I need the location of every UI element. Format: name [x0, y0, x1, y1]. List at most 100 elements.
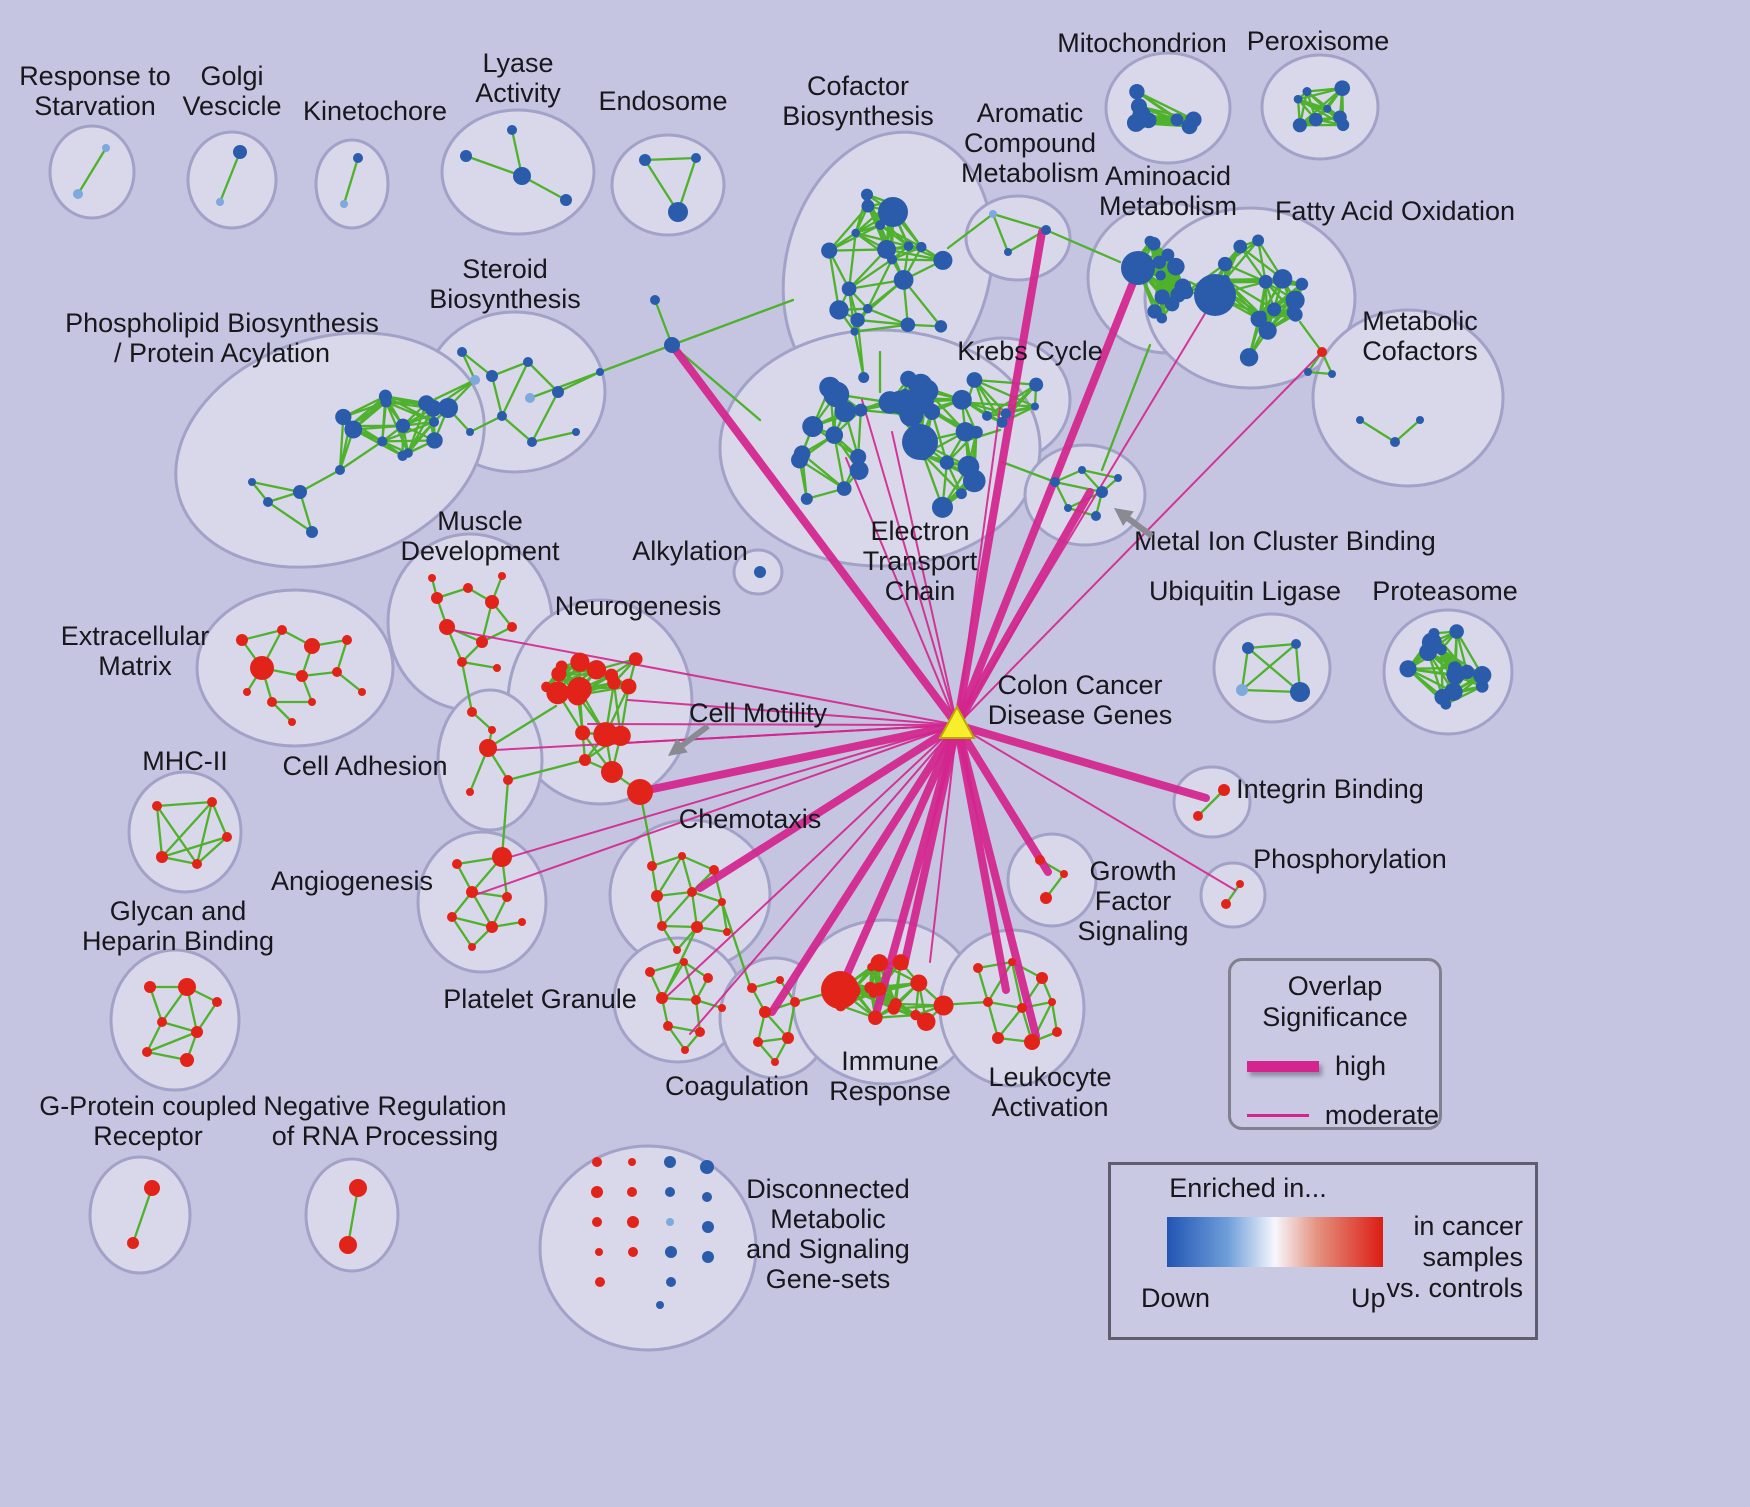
metabolic-cofactors-ellipse [1311, 308, 1505, 488]
g-protein-coupled-receptor-edge [131, 1186, 154, 1245]
disconnected-gene-sets-node [700, 1160, 714, 1174]
electron-transport-chain-node [967, 472, 976, 481]
overlap-edge-moderate [956, 351, 1323, 726]
phospholipid-biosynthesis-edge [425, 378, 477, 405]
phospholipid-biosynthesis-node [248, 478, 256, 486]
growth-factor-signaling-node [1040, 892, 1052, 904]
metabolic-cofactors-node [1416, 416, 1424, 424]
endosome-edge [643, 156, 698, 162]
immune-response-node [910, 1009, 921, 1021]
electron-transport-chain-node [902, 424, 938, 460]
legend-row-moderate: moderate [1247, 1100, 1439, 1131]
fatty-acid-oxidation-edge [1223, 239, 1260, 281]
ubiquitin-ligase-edge [1240, 646, 1250, 692]
chemotaxis-node [691, 921, 703, 933]
overlap-edge-high [953, 228, 1046, 729]
electron-transport-chain-node [823, 381, 850, 408]
steroid-biosynthesis-node [523, 357, 533, 367]
electron-transport-chain-node [800, 492, 813, 505]
phospholipid-biosynthesis-node [335, 408, 352, 426]
angiogenesis-edge [450, 915, 494, 929]
angiogenesis-edge [450, 915, 474, 949]
junction-node [664, 337, 680, 353]
cofactor-biosynthesis-edge [847, 231, 857, 290]
overlap-edge-moderate [956, 291, 1219, 726]
disconnected-gene-sets-node [665, 1246, 677, 1258]
inter-cluster-edge [720, 900, 752, 988]
aminoacid-metabolism-node [1121, 251, 1155, 285]
steroid-biosynthesis-node [527, 437, 537, 447]
neurogenesis-node [601, 761, 623, 783]
overlap-edge-moderate [499, 724, 958, 861]
mhc-ii-edge [210, 800, 229, 839]
cofactor-biosynthesis-node [893, 270, 914, 290]
extracellular-matrix-node [288, 718, 296, 726]
krebs-cycle-node [996, 417, 1008, 428]
golgi-vescicle-node [216, 198, 224, 206]
inter-cluster-edge [670, 343, 762, 422]
negative-regulation-rna-processing-ellipse [304, 1157, 400, 1273]
kinetochore-label: Kinetochore [303, 96, 447, 126]
growth-factor-signaling-node [1035, 855, 1045, 865]
leukocyte-activation-edge [976, 960, 1014, 970]
phospholipid-biosynthesis-node [525, 393, 535, 403]
moderate-significance-line [1247, 1114, 1309, 1117]
cofactor-biosynthesis-node [886, 254, 898, 265]
overlap-edge-moderate [587, 723, 958, 726]
phospholipid-biosynthesis-node [428, 416, 440, 427]
extracellular-matrix-node [332, 667, 342, 677]
endosome-label: Endosome [598, 86, 727, 116]
peroxisome-label: Peroxisome [1247, 26, 1390, 56]
overlap-edge-moderate [845, 457, 958, 726]
mitochondrion-node [1129, 83, 1145, 100]
ubiquitin-ligase-label: Ubiquitin Ligase [1149, 576, 1341, 606]
fatty-acid-oxidation-node [1258, 321, 1277, 340]
aromatic-compound-metabolism-node [1041, 225, 1051, 235]
platelet-granule-edge [666, 1024, 702, 1034]
immune-response-node [910, 974, 928, 992]
cofactor-biosynthesis-edge [853, 323, 909, 333]
chemotaxis-node [651, 890, 663, 902]
cofactor-biosynthesis-edge [890, 245, 923, 261]
phospholipid-biosynthesis-edge [406, 407, 435, 455]
angiogenesis-node [452, 859, 462, 869]
platelet-granule-node [703, 973, 713, 983]
platelet-granule-edge [694, 998, 702, 1034]
neurogenesis-node [546, 681, 570, 705]
proteasome-node [1399, 660, 1417, 678]
platelet-granule-node [680, 958, 688, 966]
moderate-label: moderate [1324, 1100, 1439, 1130]
integrin-binding-node [1218, 784, 1230, 796]
immune-response-node [870, 954, 889, 972]
disconnected-gene-sets-node [591, 1186, 603, 1198]
kinetochore-edge [342, 156, 360, 206]
phospholipid-biosynthesis-edge [298, 468, 342, 494]
muscle-development-node [493, 664, 501, 672]
aminoacid-metabolism-node [1155, 270, 1166, 281]
overlap-edge-high [953, 488, 1094, 729]
phospholipid-biosynthesis-node [306, 526, 318, 538]
chemotaxis-edge [680, 854, 694, 894]
mhc-ii-node [207, 797, 217, 807]
enriched-legend-title: Enriched in... [1169, 1173, 1327, 1203]
inter-cluster-edge [1100, 343, 1152, 472]
overlap-edge-moderate [956, 724, 1236, 891]
glycan-heparin-binding-edge [145, 1020, 164, 1054]
leukocyte-activation-node [1017, 1003, 1027, 1013]
fatty-acid-oxidation-node [1217, 256, 1233, 272]
angiogenesis-node [447, 912, 457, 922]
response-to-starvation-node [102, 144, 110, 152]
overlap-edge-moderate [477, 724, 958, 895]
neurogenesis-node [586, 660, 607, 680]
g-protein-coupled-receptor-ellipse [88, 1155, 192, 1275]
coagulation-node [759, 1006, 771, 1018]
extracellular-matrix-node [358, 688, 366, 696]
steroid-biosynthesis-node [466, 428, 474, 436]
enrichment-gradient-bar [1167, 1217, 1383, 1267]
mhc-ii-edge [160, 800, 214, 859]
